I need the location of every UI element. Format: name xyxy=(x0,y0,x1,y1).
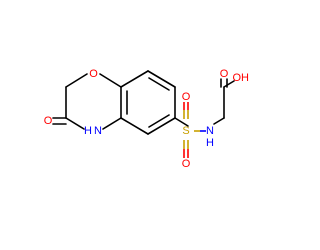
bond xyxy=(120,70,149,88)
ring-nitrogen-h-label: H xyxy=(84,125,92,137)
atom-labels: O O N H S O O N H O OH xyxy=(44,68,249,170)
acid-carbonyl-oxygen-label: O xyxy=(220,68,229,80)
bond xyxy=(148,114,170,128)
ring-oxygen-label: O xyxy=(89,68,98,80)
bond xyxy=(148,77,170,91)
carbonyl-oxygen-label: O xyxy=(44,115,53,127)
chemical-structure: O O N H S O O N H O OH xyxy=(44,68,249,170)
bond xyxy=(102,117,122,130)
bond xyxy=(213,117,225,125)
bond xyxy=(147,117,176,135)
bond xyxy=(99,73,122,88)
sulfonamide-nitrogen-label: N xyxy=(206,125,214,137)
bond xyxy=(174,117,189,127)
bonds xyxy=(52,70,235,158)
bond xyxy=(120,117,149,135)
ring-nitrogen-label: N xyxy=(94,125,102,137)
sulfur-label: S xyxy=(182,125,189,137)
sulfonyl-oxygen-bottom-label: O xyxy=(182,158,191,170)
bond xyxy=(65,73,88,88)
bond xyxy=(65,117,85,130)
bond xyxy=(223,80,235,88)
sulfonyl-oxygen-top-label: O xyxy=(182,91,191,103)
sulfonamide-nitrogen-h-label: H xyxy=(206,137,214,149)
bond xyxy=(147,70,176,88)
acid-hydroxyl-label: OH xyxy=(233,72,250,84)
